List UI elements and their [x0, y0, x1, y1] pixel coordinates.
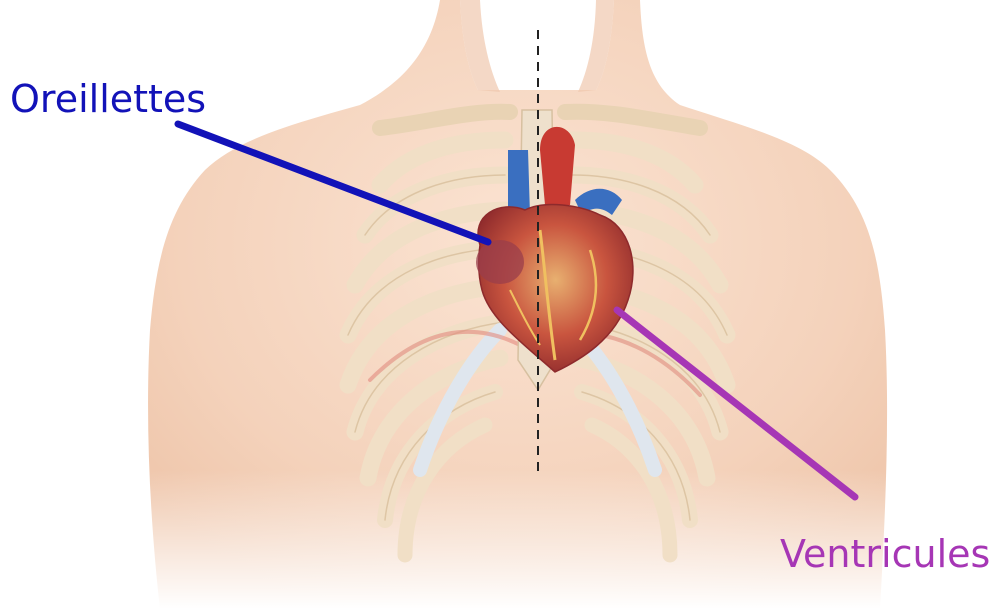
ventricles-label: Ventricules: [780, 535, 990, 573]
atria-label: Oreillettes: [10, 80, 206, 118]
